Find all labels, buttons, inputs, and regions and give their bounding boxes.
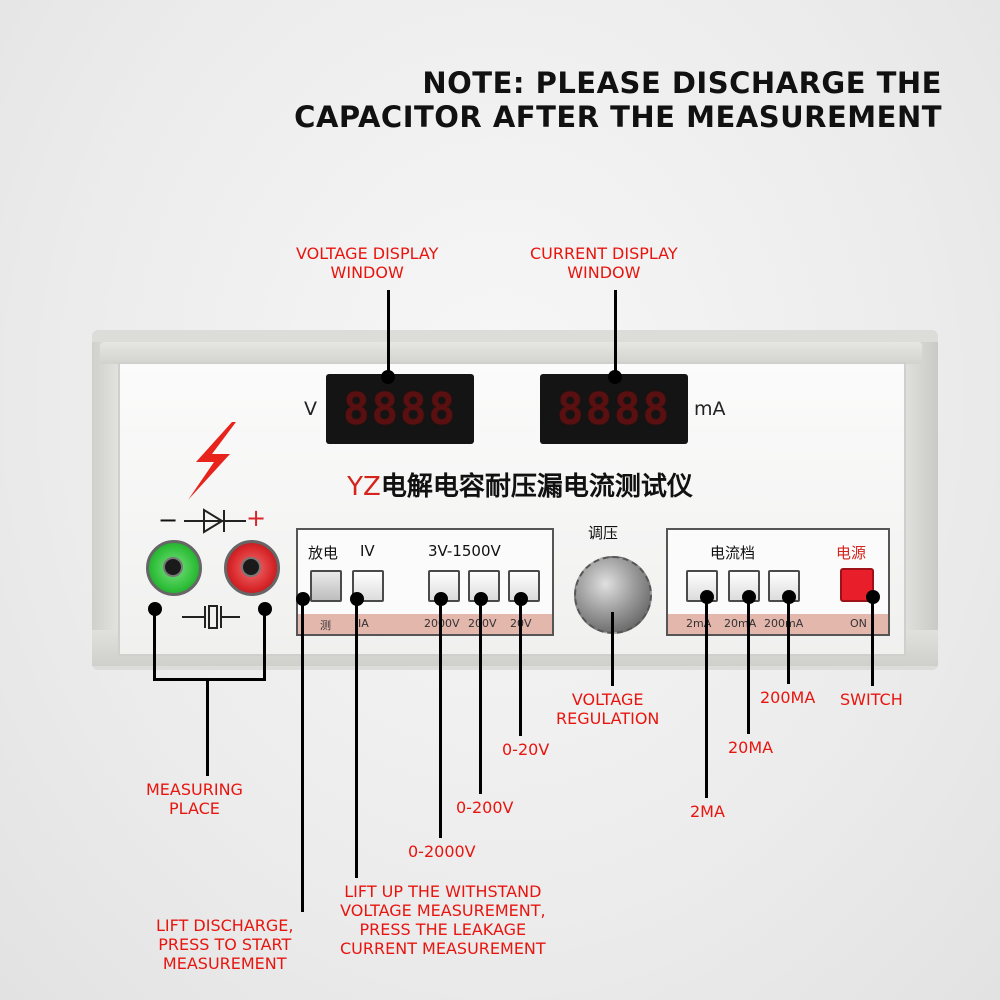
- 2ma-callout: 2MA: [690, 802, 725, 821]
- leader-line: [263, 612, 266, 680]
- knob-label: 调压: [588, 524, 619, 542]
- leader-dot: [381, 370, 395, 384]
- leader-dot: [700, 590, 714, 604]
- current-panel-strip: 2mA 20mA 200mA ON: [668, 614, 888, 634]
- leader-dot: [742, 590, 756, 604]
- current-display-callout: CURRENT DISPLAY WINDOW: [530, 244, 678, 282]
- leader-line: [206, 678, 209, 776]
- voltage-display: 8888: [326, 374, 474, 444]
- range-20v-callout: 0-20V: [502, 740, 550, 759]
- switch-callout: SWITCH: [840, 690, 903, 709]
- strip-200ma: 200mA: [764, 617, 804, 630]
- diode-icon: [184, 508, 246, 534]
- leader-line: [387, 290, 390, 376]
- callout-line: CURRENT DISPLAY: [530, 244, 678, 263]
- leader-dot: [866, 590, 880, 604]
- strip-2ma: 2mA: [686, 617, 712, 630]
- leader-dot: [148, 602, 162, 616]
- leader-dot: [350, 592, 364, 606]
- range-2000v-callout: 0-2000V: [408, 842, 476, 861]
- 20ma-callout: 20MA: [728, 738, 774, 757]
- high-voltage-icon: [188, 422, 236, 500]
- voltage-button-panel: 放电 IV 3V-1500V 测 IA 2000V 200V 20V: [296, 528, 554, 636]
- callout-line: WINDOW: [567, 263, 641, 282]
- discharge-label: 放电: [308, 544, 339, 562]
- device-title: YZ电解电容耐压漏电流测试仪: [300, 466, 740, 503]
- callout-line: PRESS THE LEAKAGE: [359, 920, 527, 939]
- voltage-digits: 8888: [343, 383, 457, 435]
- plus-symbol: +: [246, 504, 267, 532]
- leader-line: [301, 600, 304, 912]
- range-200v-callout: 0-200V: [456, 798, 514, 817]
- lift-discharge-callout: LIFT DISCHARGE, PRESS TO START MEASUREME…: [156, 916, 293, 973]
- leader-dot: [258, 602, 272, 616]
- leader-dot: [434, 592, 448, 606]
- negative-terminal-jack[interactable]: [146, 540, 202, 596]
- leader-dot: [474, 592, 488, 606]
- leader-line: [153, 612, 156, 680]
- range-label: 3V-1500V: [428, 542, 501, 560]
- callout-line: MEASUREMENT: [162, 954, 287, 973]
- callout-line: PRESS TO START: [158, 935, 292, 954]
- positive-terminal-jack[interactable]: [224, 540, 280, 596]
- 200ma-callout: 200MA: [760, 688, 816, 707]
- callout-line: WINDOW: [330, 263, 404, 282]
- capacitor-icon: [182, 605, 240, 629]
- current-range-label: 电流档: [710, 544, 756, 562]
- voltage-display-callout: VOLTAGE DISPLAY WINDOW: [296, 244, 438, 282]
- strip-test: 测: [320, 619, 331, 632]
- current-digits: 8888: [557, 383, 671, 435]
- leader-line: [519, 600, 522, 736]
- strip-ia: IA: [358, 617, 369, 630]
- title-prefix: YZ: [347, 472, 381, 502]
- note-line-2: CAPACITOR AFTER THE MEASUREMENT: [294, 100, 942, 134]
- device-right-handle: [900, 342, 938, 662]
- power-label: 电源: [836, 544, 867, 562]
- voltage-unit: V: [304, 398, 317, 420]
- leader-dot: [782, 590, 796, 604]
- device-left-handle: [92, 342, 120, 662]
- leader-line: [479, 600, 482, 794]
- callout-line: PLACE: [169, 799, 220, 818]
- discharge-button[interactable]: [310, 570, 342, 602]
- leader-line: [153, 678, 266, 681]
- discharge-note: NOTE: PLEASE DISCHARGE THE CAPACITOR AFT…: [294, 66, 942, 134]
- leader-dot: [514, 592, 528, 606]
- callout-line: MEASURING: [146, 780, 243, 799]
- leader-line: [611, 612, 614, 686]
- leader-dot: [608, 370, 622, 384]
- leader-line: [439, 600, 442, 838]
- callout-line: VOLTAGE DISPLAY: [296, 244, 439, 263]
- strip-200v: 200V: [468, 617, 497, 630]
- current-display: 8888: [540, 374, 688, 444]
- leader-line: [355, 600, 358, 878]
- strip-20ma: 20mA: [724, 617, 757, 630]
- minus-symbol: −: [158, 506, 179, 534]
- voltage-regulation-callout: VOLTAGE REGULATION: [556, 690, 659, 728]
- leader-line: [747, 598, 750, 734]
- current-button-panel: 电流档 电源 2mA 20mA 200mA ON: [666, 528, 890, 636]
- leader-line: [614, 290, 617, 376]
- leader-line: [871, 598, 874, 686]
- callout-line: REGULATION: [556, 709, 660, 728]
- note-line-1: NOTE: PLEASE DISCHARGE THE: [422, 66, 942, 100]
- callout-line: VOLTAGE MEASUREMENT,: [340, 901, 546, 920]
- leader-dot: [296, 592, 310, 606]
- device-top-edge: [100, 342, 922, 364]
- callout-line: CURRENT MEASUREMENT: [340, 939, 546, 958]
- leader-line: [705, 598, 708, 798]
- measuring-place-callout: MEASURING PLACE: [146, 780, 243, 818]
- callout-line: VOLTAGE: [571, 690, 644, 709]
- leader-line: [787, 598, 790, 684]
- current-unit: mA: [694, 398, 726, 420]
- lift-up-callout: LIFT UP THE WITHSTAND VOLTAGE MEASUREMEN…: [340, 882, 546, 958]
- title-main: 电解电容耐压漏电流测试仪: [380, 472, 693, 502]
- callout-line: LIFT UP THE WITHSTAND: [344, 882, 542, 901]
- voltage-panel-strip: 测 IA 2000V 200V 20V: [298, 614, 552, 634]
- strip-on: ON: [850, 617, 867, 630]
- iv-label: IV: [360, 542, 375, 560]
- callout-line: LIFT DISCHARGE,: [156, 916, 294, 935]
